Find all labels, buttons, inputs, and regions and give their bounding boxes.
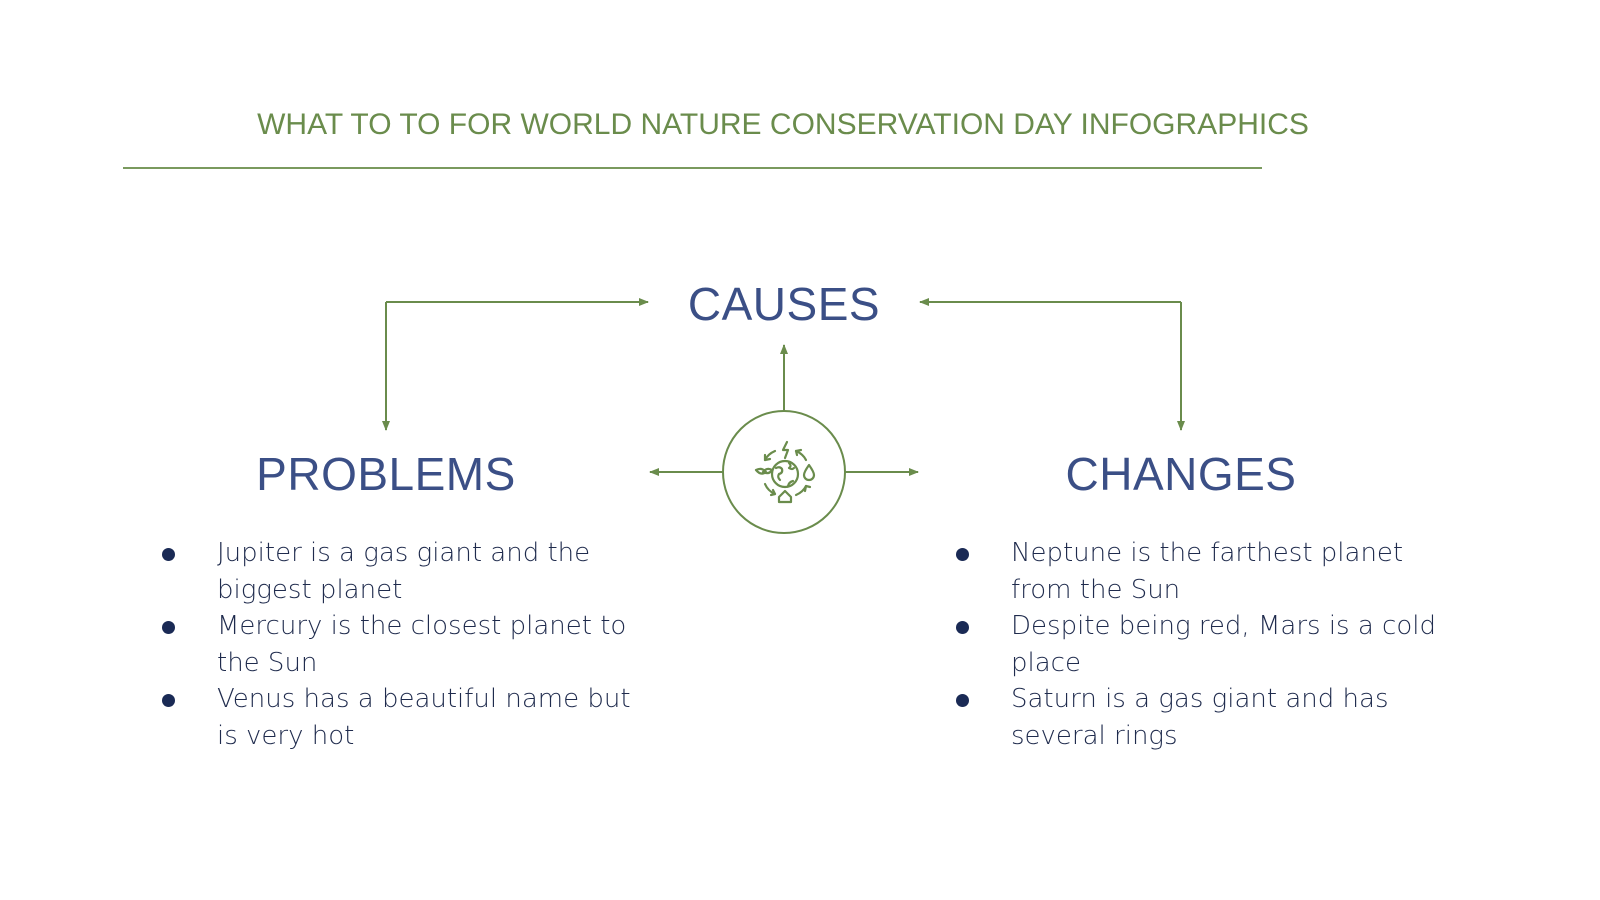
list-item: Despite being red, Mars is a cold place xyxy=(952,608,1442,681)
earth-recycle-icon xyxy=(754,440,816,504)
bullet-dot-icon xyxy=(162,621,175,635)
list-item-text: Venus has a beautiful name but is very h… xyxy=(217,684,631,751)
causes-heading: CAUSES xyxy=(687,278,881,330)
changes-list: Neptune is the farthest planet from the … xyxy=(952,535,1442,755)
bullet-dot-icon xyxy=(956,621,969,635)
bullet-dot-icon xyxy=(956,548,969,561)
list-item: Jupiter is a gas giant and the biggest p… xyxy=(158,535,638,608)
list-item: Saturn is a gas giant and has several ri… xyxy=(952,681,1442,754)
list-item-text: Despite being red, Mars is a cold place xyxy=(1011,611,1436,678)
list-item: Mercury is the closest planet to the Sun xyxy=(158,608,638,681)
slide-title: What to to for World Nature Conservation… xyxy=(257,108,1309,141)
changes-heading: CHANGES xyxy=(1065,448,1297,500)
list-item-text: Saturn is a gas giant and has several ri… xyxy=(1011,684,1389,751)
list-item-text: Jupiter is a gas giant and the biggest p… xyxy=(217,538,591,605)
list-item-text: Neptune is the farthest planet from the … xyxy=(1011,538,1404,605)
list-item: Neptune is the farthest planet from the … xyxy=(952,535,1442,608)
bullet-dot-icon xyxy=(956,694,969,708)
bullet-dot-icon xyxy=(162,548,175,561)
problems-list: Jupiter is a gas giant and the biggest p… xyxy=(158,535,638,755)
center-circle xyxy=(722,410,846,534)
title-divider xyxy=(123,167,1262,169)
problems-heading: PROBLEMS xyxy=(256,448,516,500)
list-item-text: Mercury is the closest planet to the Sun xyxy=(217,611,627,678)
bullet-dot-icon xyxy=(162,694,175,708)
list-item: Venus has a beautiful name but is very h… xyxy=(158,681,638,754)
